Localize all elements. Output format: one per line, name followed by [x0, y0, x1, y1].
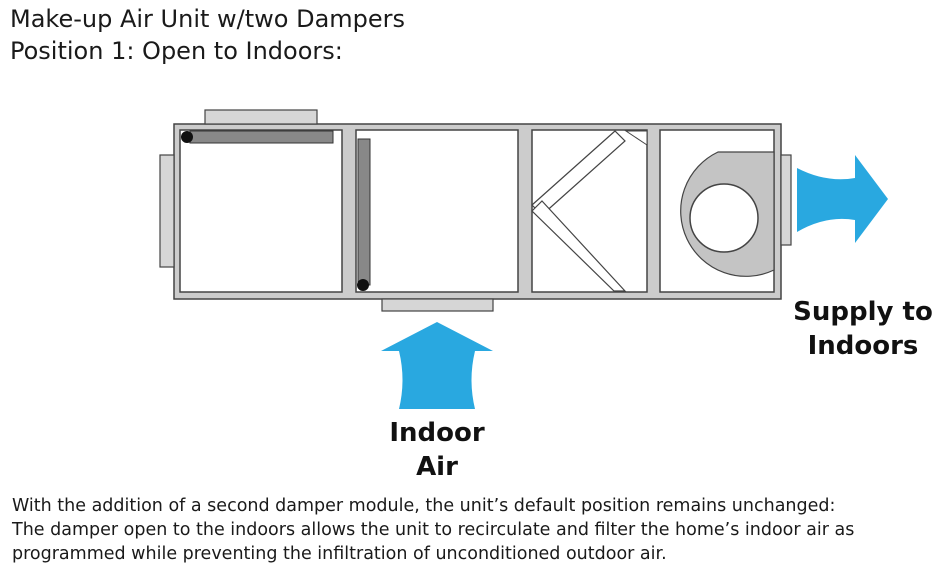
blower-module — [659, 129, 792, 293]
caption-line2: The damper open to the indoors allows th… — [12, 520, 855, 540]
diagram-subtitle: Position 1: Open to Indoors: — [10, 37, 343, 65]
indoor-air-arrow — [381, 322, 493, 409]
supply-arrow — [797, 155, 888, 243]
indoor-label-line2: Air — [416, 452, 458, 482]
top-duct-collar — [204, 109, 318, 125]
filter-panel — [531, 200, 627, 292]
outdoor-damper-module — [159, 109, 343, 293]
indoor-damper-blade — [357, 138, 371, 286]
supply-label-line2: Indoors — [807, 331, 919, 361]
indoor-air-label: Indoor Air — [362, 416, 512, 484]
diagram-title: Make-up Air Unit w/two Dampers — [10, 5, 406, 33]
caption-line3: programmed while preventing the infiltra… — [12, 544, 667, 564]
filter-module — [531, 129, 648, 293]
indoor-damper-module — [355, 129, 519, 312]
caption-line1: With the addition of a second damper mod… — [12, 496, 836, 516]
bottom-duct-collar — [381, 298, 494, 312]
supply-label-line1: Supply to — [793, 297, 933, 327]
description-caption: With the addition of a second damper mod… — [12, 494, 937, 566]
supply-to-indoors-label: Supply to Indoors — [790, 295, 936, 363]
blower-wheel — [689, 183, 759, 253]
damper-pivot — [357, 279, 369, 291]
indoor-label-line1: Indoor — [389, 418, 485, 448]
damper-pivot — [181, 131, 193, 143]
left-duct-collar — [159, 154, 175, 268]
outlet-duct-collar — [780, 154, 792, 246]
outdoor-damper-blade — [189, 130, 334, 144]
